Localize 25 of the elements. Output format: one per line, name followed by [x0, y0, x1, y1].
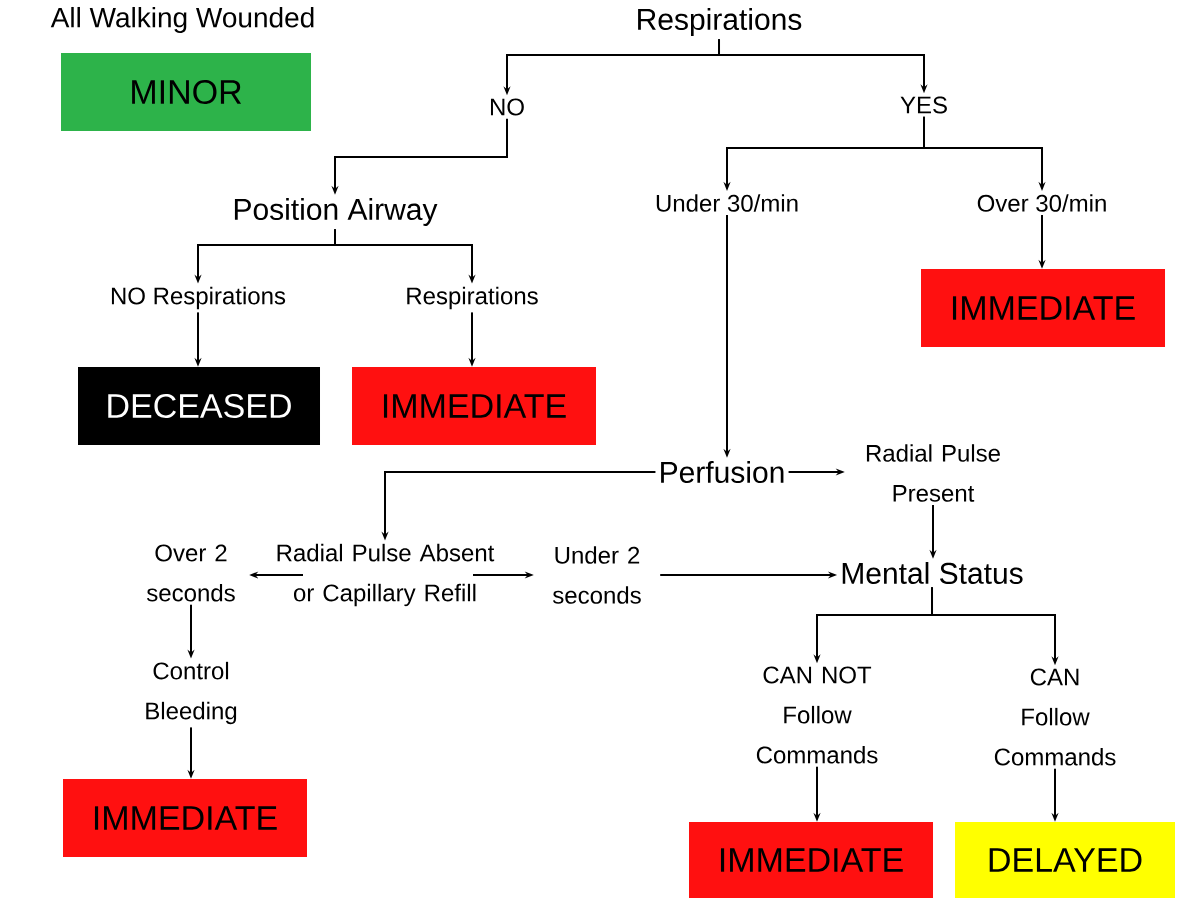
decision-label: CAN NOT Follow Commands	[756, 666, 878, 764]
decision-label: NO Respirations	[111, 286, 286, 310]
heading: All Walking Wounded	[50, 6, 314, 34]
decision-label: Respirations	[638, 8, 802, 36]
category-box: IMMEDIATE	[63, 779, 307, 857]
decision-label: Position Airway	[234, 198, 438, 226]
category-box: MINOR	[61, 53, 311, 131]
category-box: DECEASED	[78, 367, 320, 445]
decision-label: CAN Follow Commands	[994, 668, 1116, 766]
decision-label: Respirations	[407, 286, 538, 310]
category-box: IMMEDIATE	[921, 269, 1165, 347]
decision-label: Under 30/min	[656, 194, 798, 212]
decision-label: Radial Pulse Absent or Capillary Refill	[277, 543, 495, 607]
decision-label: Control Bleeding	[146, 661, 237, 725]
decision-label: Mental Status	[842, 562, 1023, 585]
decision-label: Over 30/min	[977, 194, 1106, 212]
decision-label: Radial Pulse Present	[866, 444, 1000, 502]
decision-label: NO	[491, 98, 524, 116]
category-box: DELAYED	[955, 822, 1175, 898]
decision-label: YES	[900, 96, 947, 114]
decision-label: Perfusion	[661, 461, 784, 484]
category-box: IMMEDIATE	[689, 822, 933, 898]
category-box: IMMEDIATE	[352, 367, 596, 445]
decision-label: Under 2 seconds	[553, 546, 641, 604]
decision-label: Over 2 seconds	[147, 544, 235, 602]
